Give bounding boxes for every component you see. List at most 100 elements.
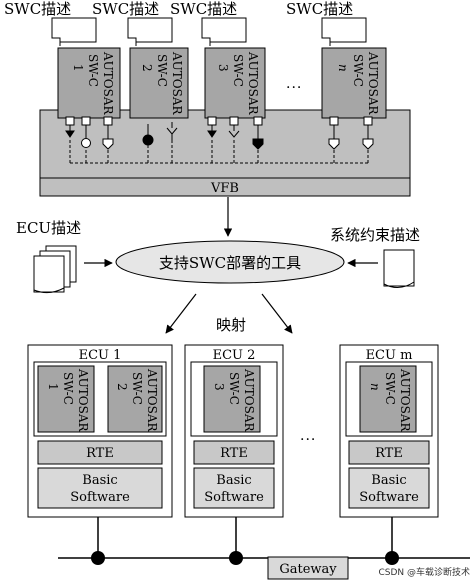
ecu-rte-label: RTE xyxy=(86,446,114,461)
ecu-swc xyxy=(107,365,163,433)
watermark: CSDN @车载诊断技术 xyxy=(378,566,470,578)
swc-label-number: 1 xyxy=(71,64,85,72)
port-circle-filled-icon xyxy=(142,134,154,146)
top-swc-2: AUTOSAR SW-C 2 xyxy=(129,47,189,119)
swc-ports xyxy=(65,116,374,150)
ecu-title: ECU 2 xyxy=(213,348,256,363)
swc-description-doc-icon xyxy=(51,17,97,46)
swc-deployment-tool xyxy=(115,240,345,284)
ecu-basic-software xyxy=(348,467,430,509)
swc-label-swc: SW-C xyxy=(155,54,169,87)
vfb-connections xyxy=(69,140,369,164)
swc-label-autosar: AUTOSAR xyxy=(366,51,380,116)
ecu-m: ECU m AUTOSAR SW-C n RTE Basic Software xyxy=(339,344,439,518)
swc-description-label: SWC描述 xyxy=(4,0,71,18)
ecu-rte xyxy=(193,440,275,465)
swc-label-swc: SW-C xyxy=(227,372,241,405)
swc-label-autosar: AUTOSAR xyxy=(398,368,412,433)
ecu-2: ECU 2 AUTOSAR SW-C 3 RTE Basic Software xyxy=(184,344,284,518)
swc-description-docs xyxy=(51,17,367,46)
swc-label-number: 3 xyxy=(212,383,226,391)
swc-label-swc: SW-C xyxy=(86,54,100,87)
port-square-icon xyxy=(253,116,263,126)
bus-node-icon xyxy=(91,551,105,565)
swc-description-doc-icon xyxy=(321,17,367,46)
swc-label-autosar: AUTOSAR xyxy=(76,368,90,433)
swc-description-doc-icon xyxy=(201,17,247,46)
ecu-title: ECU 1 xyxy=(79,348,122,363)
swc-label-swc: SW-C xyxy=(351,54,365,87)
ecu-basic-software xyxy=(193,467,275,509)
port-square-icon xyxy=(329,116,339,126)
arrow-mapping-left xyxy=(165,293,197,334)
gateway-label: Gateway xyxy=(279,562,337,577)
ecu-rte-label: RTE xyxy=(220,446,248,461)
swc-label-autosar: AUTOSAR xyxy=(246,51,260,116)
gateway-box xyxy=(267,556,349,580)
swc-label-swc: SW-C xyxy=(231,54,245,87)
swc-label-autosar: AUTOSAR xyxy=(242,368,256,433)
ecu-ellipsis: ... xyxy=(300,428,316,444)
swc-label-number: 2 xyxy=(140,64,154,72)
mapping-label: 映射 xyxy=(216,316,246,334)
bus-node-icon xyxy=(385,551,399,565)
arrow-mapping-right xyxy=(261,293,293,334)
ecu-bsw-line1: Basic xyxy=(216,473,251,488)
swc-label-number: 3 xyxy=(216,64,230,72)
vfb-box xyxy=(39,109,411,197)
swc-label-autosar: AUTOSAR xyxy=(170,51,184,116)
top-swc-3: AUTOSAR SW-C 3 xyxy=(204,47,266,119)
port-square-icon xyxy=(65,116,75,126)
port-shield-open-icon xyxy=(362,138,374,150)
port-fork-icon xyxy=(228,130,240,138)
ecu-swc xyxy=(37,365,95,433)
swc-label-swc: SW-C xyxy=(383,372,397,405)
ecu-basic-software xyxy=(37,467,163,509)
constraint-description-doc-icon xyxy=(383,249,415,288)
ecu-rte xyxy=(37,440,163,465)
swc-label-number: n xyxy=(336,64,350,72)
constraint-description-label: 系统约束描述 xyxy=(330,226,420,244)
ecu-bsw-line1: Basic xyxy=(371,473,406,488)
swc-label-number: 1 xyxy=(46,383,60,391)
top-swc-n: AUTOSAR SW-C n xyxy=(321,47,387,119)
top-swc-1: AUTOSAR SW-C 1 xyxy=(57,47,121,119)
ecu-bsw-line2: Software xyxy=(70,490,130,505)
port-square-icon xyxy=(207,116,217,126)
port-square-icon xyxy=(229,116,239,126)
port-shield-filled-icon xyxy=(252,138,264,150)
port-square-icon xyxy=(363,116,373,126)
ecu-rte xyxy=(348,440,430,465)
network-bus xyxy=(58,517,470,559)
swc-description-label: SWC描述 xyxy=(92,0,159,18)
port-shield-open-icon xyxy=(102,138,114,150)
ecu-1: ECU 1 AUTOSAR SW-C 1 AUTOSAR SW-C 2 RTE … xyxy=(27,344,173,518)
port-circle-open-icon xyxy=(81,138,91,148)
swc-label-autosar: AUTOSAR xyxy=(145,368,159,433)
port-square-icon xyxy=(81,116,91,126)
swc-label-number: 2 xyxy=(115,383,129,391)
ecu-description-docs-icon xyxy=(33,245,77,294)
port-square-icon xyxy=(103,116,113,126)
swc-description-doc-icon xyxy=(127,17,173,46)
ecu-bsw-line2: Software xyxy=(359,490,419,505)
swc-label-swc: SW-C xyxy=(61,372,75,405)
swc-description-label: SWC描述 xyxy=(170,0,237,18)
ecu-swc xyxy=(359,365,417,433)
ecu-title: ECU m xyxy=(366,348,413,363)
ecu-rte-label: RTE xyxy=(375,446,403,461)
swc-label-number: n xyxy=(368,383,382,391)
swc-ellipsis: ... xyxy=(286,76,302,92)
swc-label-swc: SW-C xyxy=(130,372,144,405)
ecu-bsw-line2: Software xyxy=(204,490,264,505)
ecu-bsw-line1: Basic xyxy=(82,473,117,488)
ecu-swc xyxy=(203,365,261,433)
port-shield-open-icon xyxy=(328,138,340,150)
swc-label-autosar: AUTOSAR xyxy=(101,51,115,116)
swc-deployment-tool-label: 支持SWC部署的工具 xyxy=(159,254,301,272)
swc-description-label: SWC描述 xyxy=(286,0,353,18)
bus-node-icon xyxy=(229,551,243,565)
ecu-description-label: ECU描述 xyxy=(16,219,81,237)
